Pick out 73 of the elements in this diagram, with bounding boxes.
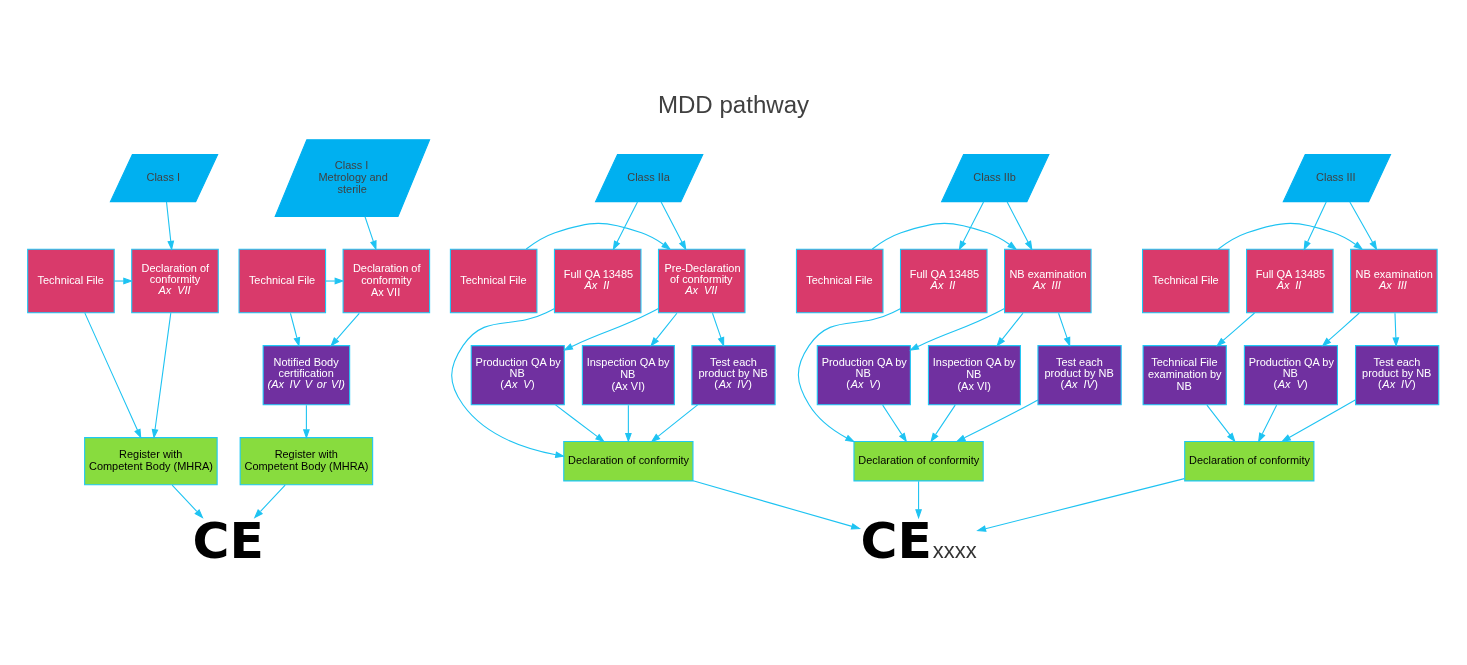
arrow xyxy=(325,277,345,285)
node-box: Declaration of conformity xyxy=(563,440,694,482)
arrow xyxy=(955,399,1039,443)
arrow xyxy=(165,201,175,251)
node-box: Inspection QA by NB (Ax VI) xyxy=(927,345,1021,406)
arrow xyxy=(554,404,605,443)
arrow xyxy=(1216,312,1256,347)
node-box: Production QA by NB (Ax V) xyxy=(470,345,565,406)
node-box: Register with Competent Body (MHRA) xyxy=(84,437,218,486)
node-text: CExxxx xyxy=(860,510,977,570)
arrow xyxy=(113,277,134,285)
arrow xyxy=(302,404,310,440)
arrow xyxy=(525,222,672,251)
node-box: NB examination Ax III xyxy=(1004,248,1092,314)
node-box: Test each product by NB (Ax IV) xyxy=(1037,345,1122,406)
node-box: Declaration of conformity Ax VII xyxy=(131,248,219,314)
arrow xyxy=(930,404,956,443)
arrow xyxy=(624,404,632,443)
arrow xyxy=(1303,201,1327,251)
arrow xyxy=(151,312,172,439)
arrow xyxy=(1058,312,1071,348)
arrow xyxy=(1217,222,1364,251)
arrow xyxy=(612,201,639,251)
arrow xyxy=(797,308,901,443)
arrow xyxy=(660,201,687,251)
arrow xyxy=(364,216,377,251)
node-box: Test each product by NB (Ax IV) xyxy=(1355,345,1440,406)
arrow xyxy=(1281,399,1356,443)
arrow xyxy=(171,484,204,519)
arrow xyxy=(909,307,1006,351)
node-text: CE xyxy=(192,510,264,570)
node-box: Production QA by NB (Ax V) xyxy=(816,345,911,406)
arrow xyxy=(1321,312,1360,347)
node-box: Test each product by NB (Ax IV) xyxy=(691,345,776,406)
node-box: NB examination Ax III xyxy=(1350,248,1438,314)
arrow xyxy=(1257,404,1278,443)
node-box: Notified Body certification (Ax IV V or VI) xyxy=(262,345,351,406)
arrow xyxy=(958,201,985,251)
arrow xyxy=(871,222,1018,251)
node-box: Technical File xyxy=(449,248,538,314)
arrow xyxy=(1006,201,1033,251)
node-box: Production QA by NB (Ax V) xyxy=(1243,345,1338,406)
node-box: Full QA 13485 Ax II xyxy=(553,248,642,314)
arrow xyxy=(996,312,1024,347)
arrow xyxy=(650,404,699,443)
node-box: Pre-Declaration of conformity Ax VII xyxy=(657,248,746,314)
node-box: Declaration of conformity xyxy=(853,440,984,482)
arrow xyxy=(692,480,862,530)
diagram-title: MDD pathway xyxy=(657,91,810,119)
arrow xyxy=(1392,312,1400,348)
arrow xyxy=(882,404,908,443)
node-box: Declaration of conformity xyxy=(1184,440,1315,482)
node-box: Technical File xyxy=(238,248,327,314)
node-box: Register with Competent Body (MHRA) xyxy=(239,437,374,486)
arrow xyxy=(330,312,360,347)
arrow xyxy=(1349,201,1378,251)
node-box: Inspection QA by NB (Ax VI) xyxy=(581,345,675,406)
node-box: Declaration of conformity Ax VII xyxy=(342,248,431,314)
arrow xyxy=(289,312,301,348)
arrow xyxy=(563,307,659,351)
node-box: Technical File xyxy=(1142,248,1230,314)
node-box: Technical File examination by NB xyxy=(1142,345,1227,406)
arrow xyxy=(711,312,725,348)
node-box: Technical File xyxy=(27,248,115,314)
arrow xyxy=(976,478,1185,532)
arrow xyxy=(650,312,678,347)
node-box: Full QA 13485 Ax II xyxy=(899,248,988,314)
arrow xyxy=(84,312,142,439)
arrow xyxy=(253,484,286,519)
arrow xyxy=(1206,404,1236,443)
arrow xyxy=(915,480,923,520)
node-box: Technical File xyxy=(795,248,884,314)
node-box: Full QA 13485 Ax II xyxy=(1246,248,1334,314)
